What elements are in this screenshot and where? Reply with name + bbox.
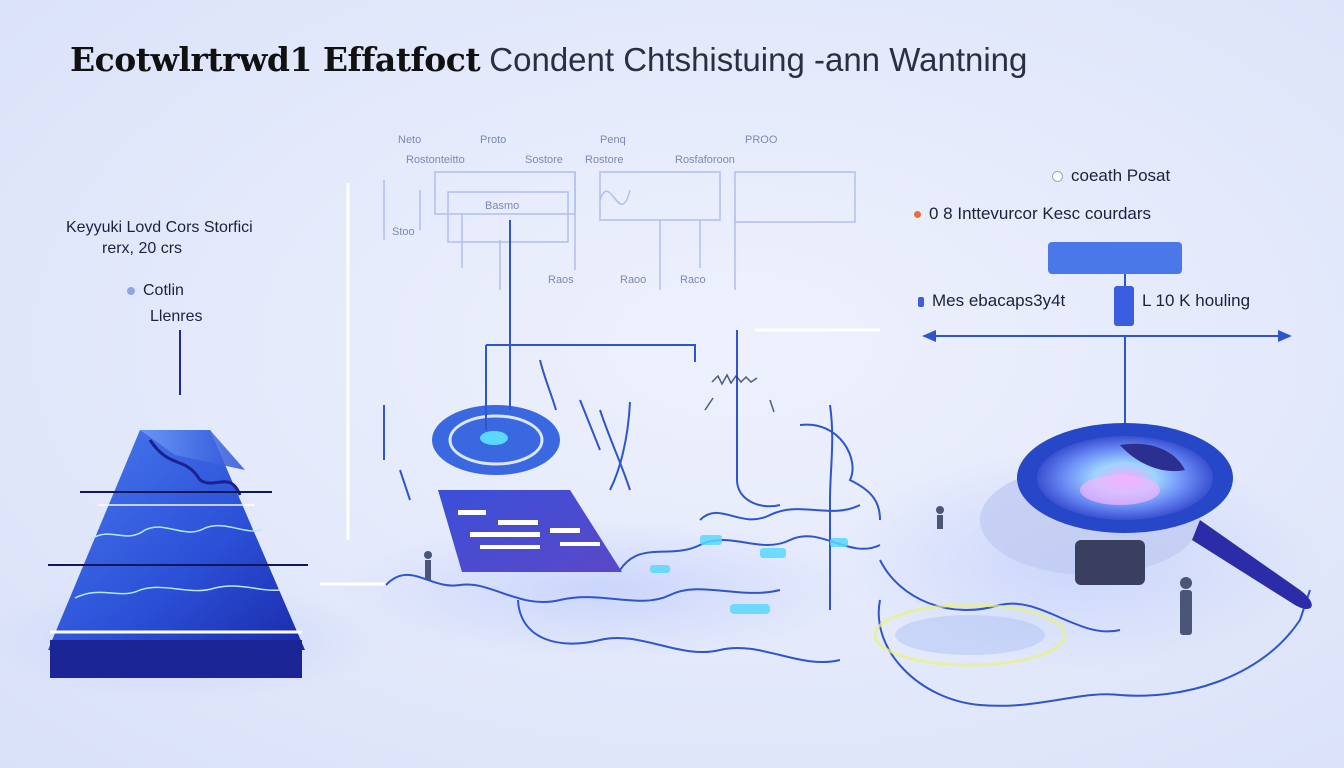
blue-marker-bar (1114, 286, 1134, 326)
left-item-label: Cotlin (127, 282, 184, 300)
faint-label: Neto (398, 134, 422, 146)
faint-label: Penq (600, 134, 626, 146)
scribble-mark (704, 373, 775, 413)
circle-icon (1052, 171, 1063, 183)
platform-ring (873, 603, 1067, 667)
faint-label: Stoo (392, 226, 415, 238)
faint-label: Raco (680, 274, 706, 286)
tablet-screen-icon (438, 490, 622, 572)
faint-label: Basmo (485, 200, 520, 212)
target-ring-icon (432, 220, 696, 475)
faint-label: Raoo (620, 274, 647, 286)
faint-label: Rostonteitto (406, 154, 465, 166)
title-bold: Ecotwlrtrwd1 Effatfoct (70, 40, 481, 79)
diagram-title: Ecotwlrtrwd1 Effatfoct Condent Chtshistu… (70, 40, 1027, 79)
faint-label: PROO (745, 134, 778, 146)
legend-2: 0 8 Inttevurcor Kesc courdars (914, 204, 1151, 224)
blue-marker-icon (918, 296, 924, 307)
faint-label: Sostore (525, 154, 563, 166)
faint-label: Proto (480, 134, 507, 146)
faint-label: Raos (548, 274, 574, 286)
person-figure-icon (424, 506, 1192, 635)
left-heading-line1: Keyyuki Lovd Cors Storfici (66, 219, 253, 236)
double-arrow-line (922, 330, 1292, 342)
faint-label: Rostore (585, 154, 624, 166)
title-light: Condent Chtshistuing -ann Wantning (489, 41, 1028, 78)
faint-label: Rosfaforoon (675, 154, 735, 166)
orange-dot-icon (914, 211, 921, 219)
faint-schematic (383, 171, 856, 290)
legend-1: coeath Posat (1052, 166, 1170, 186)
data-nodes (650, 535, 848, 614)
blue-button-shape (1048, 242, 1182, 274)
legend-3-left: Mes ebacaps3y4t (918, 291, 1065, 311)
left-item-label-2: Llenres (150, 308, 203, 325)
legend-3-right: L 10 K houling (1142, 291, 1251, 310)
pyramid-chart-icon (48, 430, 308, 678)
left-heading-line2: rerx, 20 crs (102, 240, 183, 257)
bullet-icon (127, 286, 135, 295)
magnifier-icon (980, 423, 1312, 610)
